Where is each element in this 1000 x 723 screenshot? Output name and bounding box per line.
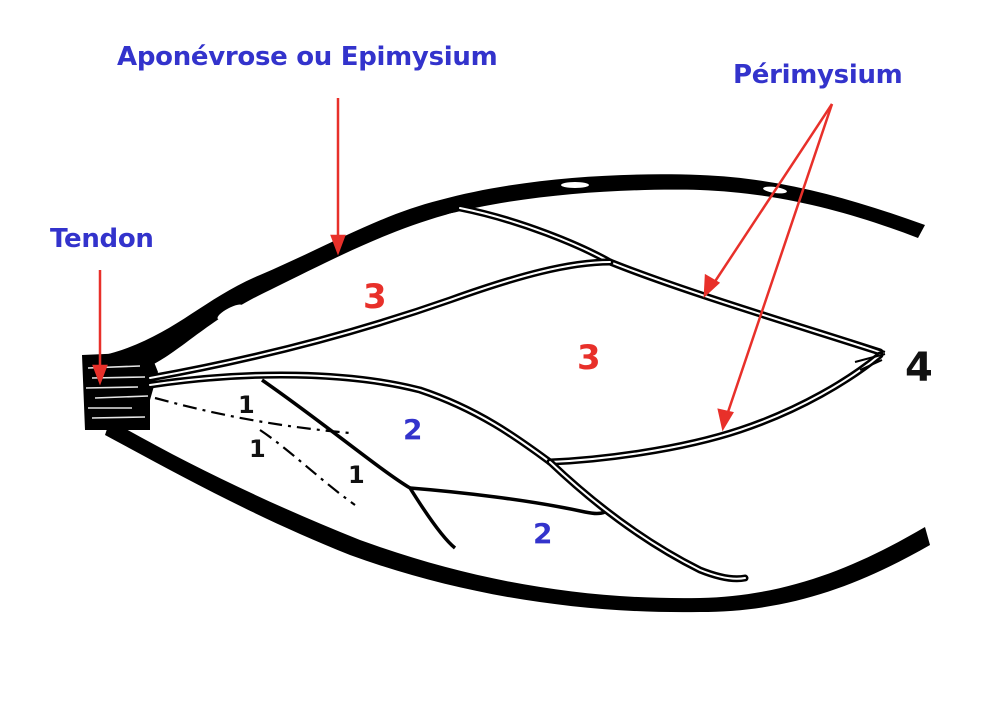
- tendon-label: Tendon: [50, 224, 154, 254]
- arrow-perimysium-upper: [703, 103, 834, 299]
- perimysium-septa: [146, 204, 884, 583]
- apex-strands: [849, 339, 886, 371]
- bundle-2-upper-number: 2: [403, 413, 423, 446]
- epimysium-lower: [105, 420, 930, 613]
- secondary-bundle-lines: [261, 378, 606, 550]
- arrow-tendon: [92, 270, 108, 386]
- fascicle-3-center-number: 3: [577, 338, 601, 378]
- arrow-perimysium-lower: [717, 103, 834, 432]
- fascicle-3-upper-number: 3: [363, 277, 387, 317]
- fiber-1-middle-number: 1: [249, 435, 266, 463]
- arrow-aponeurosis: [330, 98, 346, 256]
- aponeurosis-label: Aponévrose ou Epimysium: [117, 42, 498, 72]
- annotation-arrows: [92, 98, 834, 432]
- perimysium-label: Périmysium: [733, 60, 903, 90]
- muscle-4-number: 4: [905, 345, 933, 391]
- epimysium-upper: [100, 174, 925, 366]
- fiber-1-lower-number: 1: [348, 461, 365, 489]
- primary-bundle-dashed-lines: [154, 396, 356, 506]
- bundle-2-lower-number: 2: [533, 517, 553, 550]
- fiber-1-top-number: 1: [238, 391, 255, 419]
